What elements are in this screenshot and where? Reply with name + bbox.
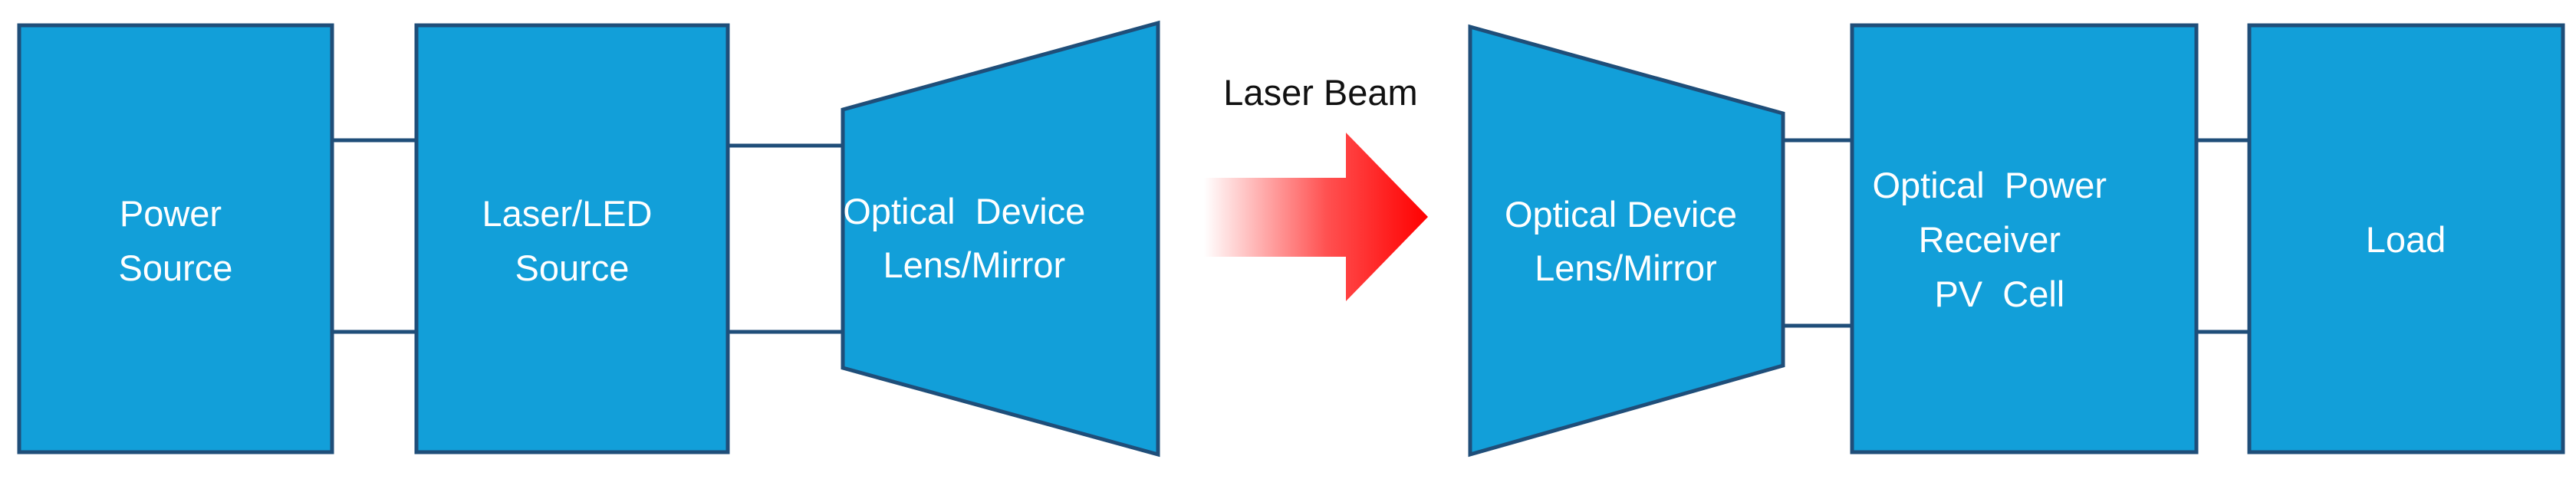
laser-beam-label: Laser Beam bbox=[1223, 72, 1417, 113]
transmit-optical-device-block: Optical Device Lens/Mirror bbox=[841, 20, 1160, 458]
receiver-label-line2: Receiver bbox=[1919, 219, 2061, 260]
laser-source-label-line1: Laser/LED bbox=[482, 193, 652, 234]
rx-optics-label-line1: Optical Device bbox=[1505, 194, 1737, 235]
connectors bbox=[332, 138, 2249, 334]
svg-text:Optical Device Lens/Mirr: Optical Device Lens/Mirror bbox=[1505, 194, 1747, 288]
receiver-label-line3: PV Cell bbox=[1934, 274, 2064, 314]
svg-text:Optical Device Lens/Mir: Optical Device Lens/Mirror bbox=[843, 191, 1155, 285]
tx-optics-label-line2: Lens/Mirror bbox=[883, 244, 1066, 285]
load-label: Load bbox=[2366, 219, 2446, 260]
load-block: Load bbox=[2247, 23, 2565, 454]
svg-text:Laser/LED Source: Laser/LED Source bbox=[482, 193, 662, 288]
rx-optics-label-line2: Lens/Mirror bbox=[1535, 248, 1717, 288]
svg-text:Power Source: Power Source bbox=[119, 193, 233, 288]
receive-optical-device-block: Optical Device Lens/Mirror bbox=[1468, 24, 1785, 458]
receiver-label-line1: Optical Power bbox=[1872, 165, 2107, 205]
tx-optics-label-line1: Optical Device bbox=[843, 191, 1085, 231]
laser-beam: Laser Beam bbox=[1204, 72, 1428, 301]
power-source-label-line1: Power bbox=[120, 193, 222, 234]
svg-text:Optical Power Receiver: Optical Power Receiver PV Cell bbox=[1872, 165, 2176, 314]
power-source-label-line2: Source bbox=[119, 248, 233, 288]
power-source-block: Power Source bbox=[17, 23, 334, 454]
laser-led-source-block: Laser/LED Source bbox=[414, 23, 730, 454]
laser-source-label-line2: Source bbox=[515, 248, 630, 288]
right-arrow-icon bbox=[1204, 133, 1428, 301]
optical-power-receiver-block: Optical Power Receiver PV Cell bbox=[1850, 23, 2199, 454]
